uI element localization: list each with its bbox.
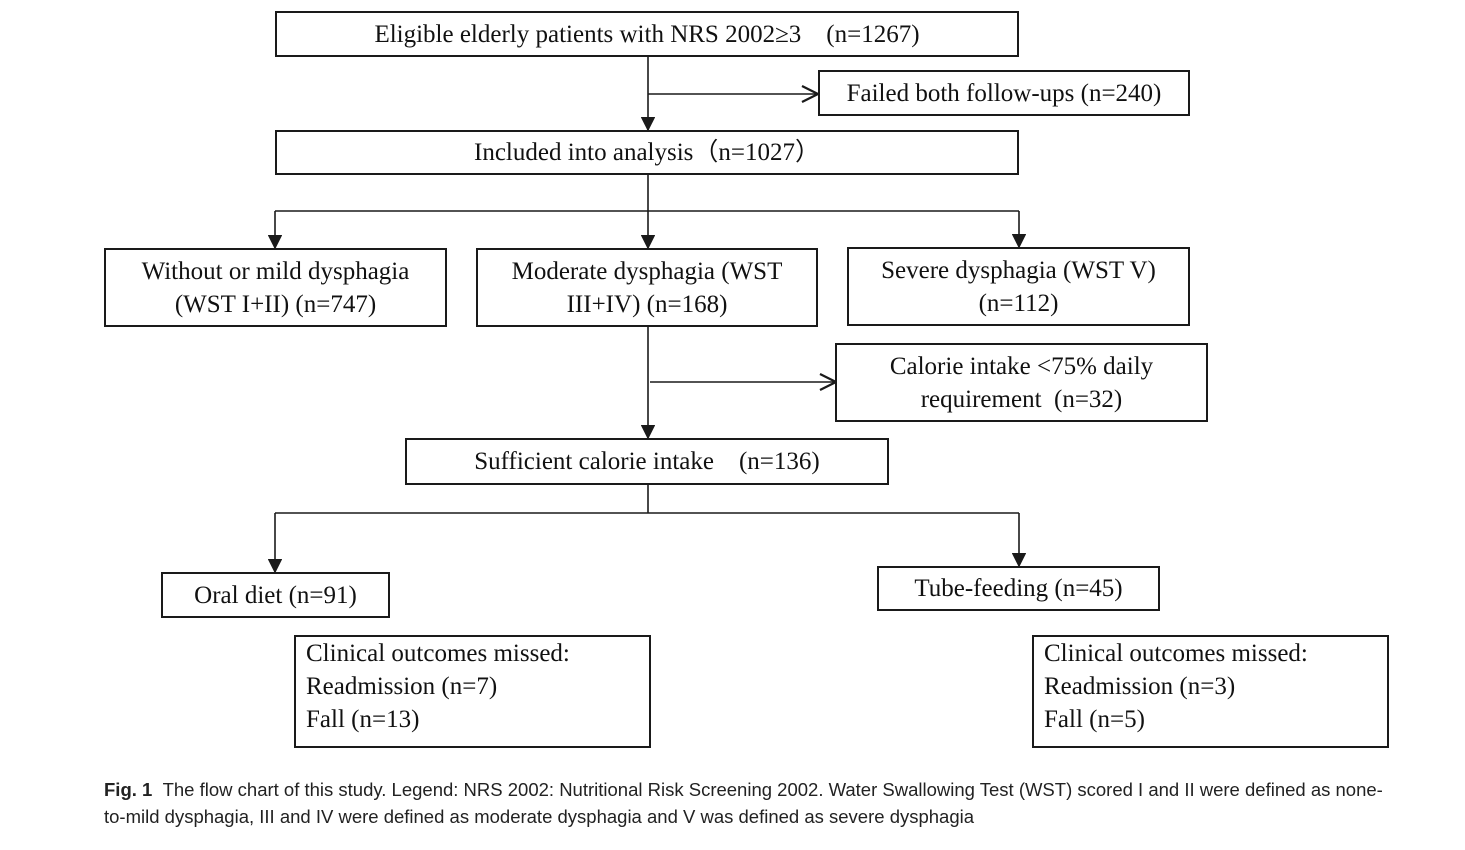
figure-caption: Fig. 1 The flow chart of this study. Leg… [104,776,1404,830]
node-severe-dysphagia: Severe dysphagia (WST V) (n=112) [847,247,1190,326]
connector-layer [267,57,1027,574]
node-severe-line-1: Severe dysphagia (WST V) [881,256,1156,284]
node-moderate-line-1: Moderate dysphagia (WST [511,257,783,285]
node-included-line-1: Included into analysis（n=1027） [474,139,820,166]
node-severe-line-2: (n=112) [978,289,1059,317]
node-failed-followups: Failed both follow-ups (n=240) [818,70,1190,116]
node-sufficient-calorie: Sufficient calorie intake (n=136) [405,438,889,485]
node-mild-line-2: (WST I+II) (n=747) [174,290,377,318]
node-calorie-low-line-2: requirement (n=32) [920,385,1123,413]
node-sufficient-line-1: Sufficient calorie intake (n=136) [474,448,820,475]
node-eligible-line-1: Eligible elderly patients with NRS 2002≥… [374,20,920,48]
figure-caption-text: The flow chart of this study. Legend: NR… [104,779,1383,827]
figure-label: Fig. 1 [104,779,153,800]
node-mild-line-1: Without or mild dysphagia [141,257,410,285]
node-tube-feeding: Tube-feeding (n=45) [877,566,1160,611]
missed-oral-line-3: Fall (n=13) [306,706,420,733]
missed-oral-line-1: Clinical outcomes missed: [306,640,570,667]
node-mild-dysphagia: Without or mild dysphagia (WST I+II) (n=… [104,248,447,327]
node-calorie-insufficient: Calorie intake <75% daily requirement (n… [835,343,1208,422]
missed-tube-line-2: Readmission (n=3) [1044,673,1236,700]
node-included: Included into analysis（n=1027） [275,130,1019,175]
node-oral-diet: Oral diet (n=91) [161,572,390,618]
missed-tube-line-3: Fall (n=5) [1044,706,1145,733]
node-missed-outcomes-tube: Clinical outcomes missed: Readmission (n… [1032,635,1389,748]
node-tube-line-1: Tube-feeding (n=45) [914,575,1123,602]
missed-oral-line-2: Readmission (n=7) [306,673,498,700]
node-moderate-dysphagia: Moderate dysphagia (WST III+IV) (n=168) [476,248,818,327]
node-moderate-line-2: III+IV) (n=168) [566,290,728,318]
node-calorie-low-line-1: Calorie intake <75% daily [889,352,1154,380]
node-failed-line-1: Failed both follow-ups (n=240) [846,79,1162,107]
node-eligible: Eligible elderly patients with NRS 2002≥… [275,11,1019,57]
missed-tube-line-1: Clinical outcomes missed: [1044,640,1308,667]
node-oral-line-1: Oral diet (n=91) [194,581,357,609]
node-missed-outcomes-oral: Clinical outcomes missed: Readmission (n… [294,635,651,748]
